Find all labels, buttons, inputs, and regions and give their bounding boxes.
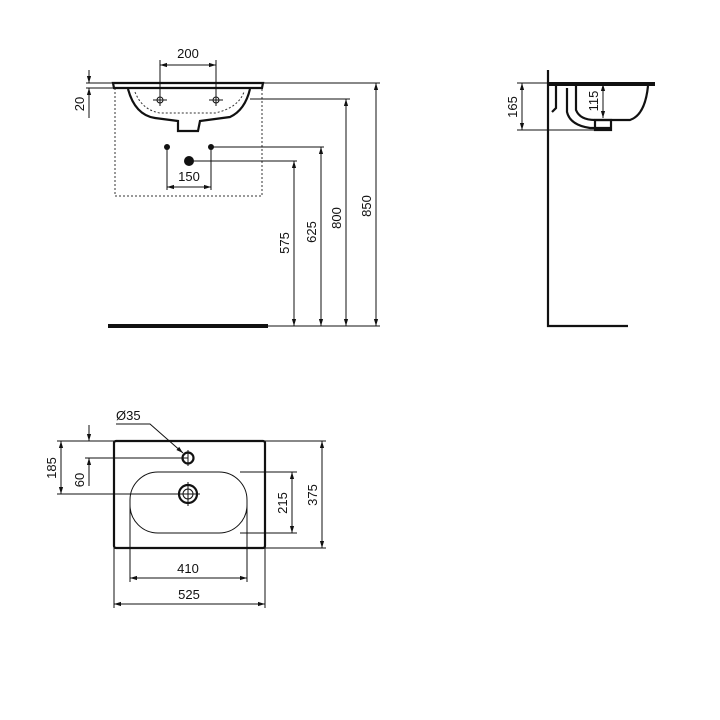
dim-supply-height: 625 bbox=[304, 221, 319, 243]
dim-waste-height: 575 bbox=[277, 232, 292, 254]
tap-hole-marks bbox=[153, 94, 223, 106]
dim-overall-width: 525 bbox=[178, 587, 200, 602]
basin-bowl bbox=[126, 88, 252, 133]
dim-bowl-height: 800 bbox=[329, 207, 344, 229]
front-view: 200 20 150 575 625 800 850 bbox=[72, 46, 380, 328]
dim-drain-from-back: 185 bbox=[44, 457, 59, 479]
dim-rim-thickness: 20 bbox=[72, 97, 87, 111]
top-view: Ø35 185 60 215 375 410 525 bbox=[44, 408, 326, 608]
dim-supply-spacing: 150 bbox=[178, 169, 200, 184]
bowl-outline-top bbox=[129, 471, 248, 534]
dim-bowl-depth-side: 115 bbox=[586, 91, 601, 112]
dim-bowl-width: 410 bbox=[177, 561, 199, 576]
wall-and-floor bbox=[546, 70, 628, 328]
dim-overall-depth: 375 bbox=[305, 484, 320, 506]
side-view: 165 115 bbox=[505, 70, 655, 328]
dim-tap-from-back: 60 bbox=[72, 473, 87, 487]
dim-bowl-depth-top: 215 bbox=[275, 492, 290, 514]
dim-rim-height: 850 bbox=[359, 195, 374, 217]
dim-basin-depth: 165 bbox=[505, 96, 520, 118]
dim-tap-spacing: 200 bbox=[177, 46, 199, 61]
basin-rim bbox=[111, 81, 265, 90]
dim-tap-hole-diameter: Ø35 bbox=[116, 408, 141, 423]
